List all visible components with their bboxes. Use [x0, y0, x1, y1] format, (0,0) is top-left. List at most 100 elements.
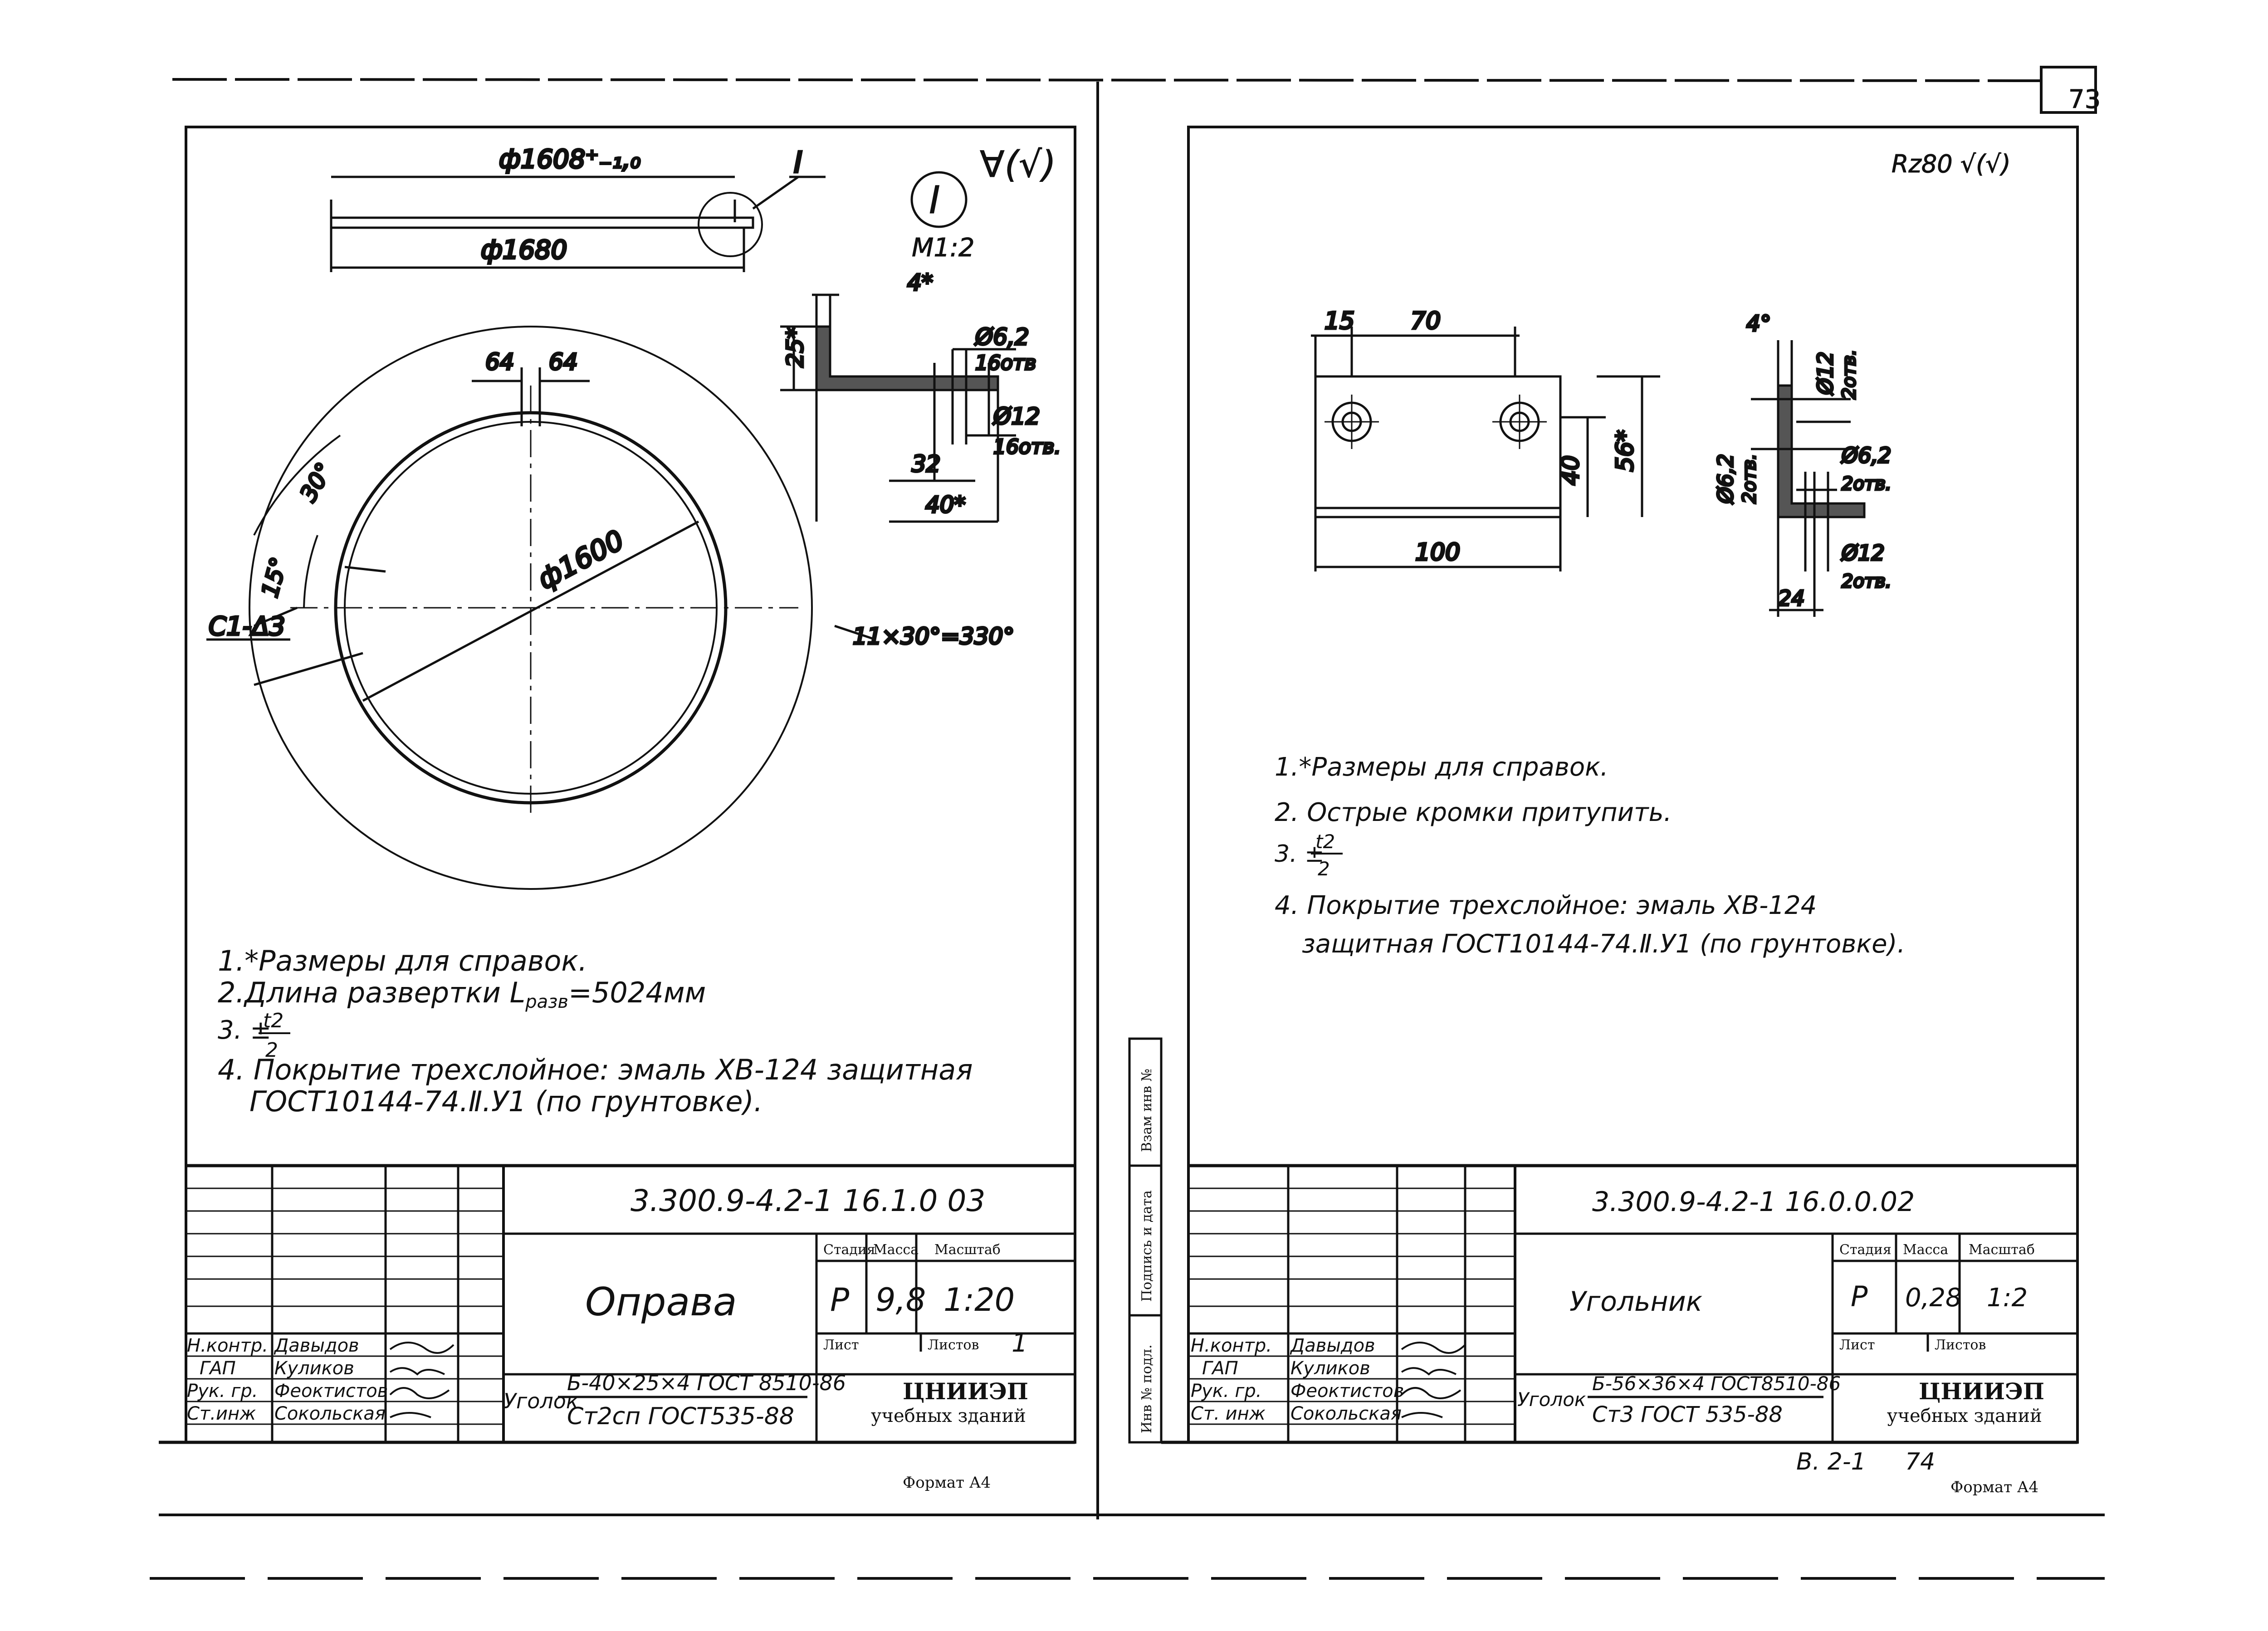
left-title-block-text: 3.300.9-4.2-1 16.1.0 03 Оправа Стадия Ма… — [187, 1183, 1028, 1492]
dim-25-star: 25* — [782, 327, 808, 367]
sheet-borders — [150, 66, 2105, 1580]
right-col-scale: Масштаб — [1969, 1242, 2035, 1258]
plate-dim-56: 56* — [1612, 430, 1639, 472]
dim-64-left: 64 — [485, 349, 514, 375]
hole-count-16: 16отв — [975, 352, 1036, 375]
left-org-sub: учебных зданий — [871, 1406, 1026, 1426]
right-format-label: Формат А4 — [1950, 1478, 2038, 1496]
right-name-2: Куликов — [1290, 1358, 1370, 1379]
plate-dim-15: 15 — [1325, 308, 1354, 335]
left-stage-value: Р — [830, 1281, 850, 1318]
left-sheet-label: Лист — [823, 1337, 859, 1353]
left-sheets-value: 1 — [1012, 1328, 1028, 1358]
right-role-4: Ст. инж — [1191, 1403, 1266, 1424]
left-role-3: Рук. гр. — [187, 1381, 258, 1401]
left-note-2: 2.Длина развертки Lразв=5024мм — [218, 976, 706, 1012]
right-plate-view: 15 70 40 56* 100 — [1311, 307, 1660, 571]
right-sheets-label: Листов — [1935, 1337, 1986, 1353]
left-title-block — [159, 1164, 1075, 1444]
right-mass-value: 0,28 — [1905, 1283, 1962, 1313]
dim-32: 32 — [912, 451, 941, 477]
left-name-1: Давыдов — [274, 1335, 359, 1356]
left-doc-number: 3.300.9-4.2-1 16.1.0 03 — [631, 1183, 985, 1218]
right-scale-value: 1:2 — [1987, 1283, 2028, 1313]
right-notes: 1.*Размеры для справок. 2. Острые кромки… — [1275, 752, 1905, 959]
right-role-3: Рук. гр. — [1191, 1381, 1262, 1401]
left-note-1: 1.*Размеры для справок. — [218, 944, 587, 977]
right-org-sub: учебных зданий — [1887, 1406, 2042, 1426]
section-hole-v2-count: 2отв. — [1739, 454, 1760, 503]
right-section-detail: 4° Ø12 2отв. Ø6,2 2отв. Ø6,2 2отв. Ø12 2… — [1712, 310, 1892, 617]
left-material-label: Уголок — [503, 1389, 579, 1413]
left-mass-value: 9,8 — [875, 1281, 926, 1318]
section-hole-h2: Ø12 — [1841, 541, 1885, 565]
angle-15: 15° — [257, 554, 293, 600]
left-name-2: Куликов — [274, 1358, 354, 1379]
right-org-name: ЦНИИЭП — [1919, 1378, 2044, 1405]
section-hole-h2-count: 2отв. — [1842, 571, 1892, 592]
left-note-5: ГОСТ10144-74.Ⅱ.У1 (по грунтовке). — [249, 1085, 763, 1118]
angle-30: 30° — [295, 458, 338, 506]
right-part-name: Угольник — [1569, 1286, 1702, 1318]
left-col-stage: Стадия — [823, 1242, 875, 1258]
right-name-3: Феоктистов — [1290, 1381, 1404, 1401]
hole-dia-12: Ø12 — [992, 403, 1040, 430]
section-hole-h: Ø6,2 — [1841, 443, 1891, 468]
section-hole-v2: Ø6,2 — [1713, 454, 1738, 504]
right-note-5: защитная ГОСТ10144-74.Ⅱ.У1 (по грунтовке… — [1302, 929, 1905, 959]
dim-64-right: 64 — [549, 349, 578, 375]
left-material-line2: Ст2сп ГОСТ535-88 — [567, 1403, 794, 1430]
hole-dia-6-2: Ø6,2 — [974, 324, 1029, 350]
left-col-scale: Масштаб — [934, 1242, 1001, 1258]
right-col-stage: Стадия — [1839, 1242, 1892, 1258]
chamfer-label: C1-Δ3 — [209, 612, 285, 641]
left-section-detail: 4* 25* Ø6,2 16отв Ø12 16отв. 32 40* — [780, 269, 1062, 523]
left-format-label: Формат А4 — [903, 1474, 991, 1492]
plate-dim-40: 40 — [1557, 455, 1584, 485]
right-col-mass: Масса — [1903, 1242, 1948, 1258]
left-note-2-text: 2.Длина развертки L — [218, 976, 525, 1009]
left-detail-marker: I — [929, 178, 940, 222]
left-note-3-den: 2 — [265, 1039, 278, 1062]
right-role-2: ГАП — [1202, 1358, 1238, 1379]
left-top-view: ф1608⁺₋₁,₀ ф1680 I — [330, 144, 826, 272]
left-scale-value: 1:20 — [943, 1281, 1015, 1318]
angle-total: 11×30°=330° — [853, 623, 1014, 649]
left-role-4: Ст.инж — [187, 1403, 256, 1424]
right-sheet: Rz80 √(√) 15 70 40 56* — [1128, 126, 2079, 1496]
left-sheet: ∀(√) I М1:2 ф1608⁺₋₁,₀ ф1680 I — [159, 126, 1076, 1492]
left-material-line1: Б-40×25×4 ГОСТ 8510-86 — [567, 1371, 846, 1395]
left-notes: 1.*Размеры для справок. 2.Длина развертк… — [218, 944, 973, 1118]
section-hole-v: Ø12 — [1813, 352, 1838, 396]
left-note-2-tail: =5024мм — [568, 976, 706, 1009]
right-material-line2: Ст3 ГОСТ 535-88 — [1592, 1402, 1783, 1427]
hole-count-16b: 16отв. — [993, 435, 1061, 459]
right-material-label: Уголок — [1517, 1388, 1586, 1411]
corner-sheet-number: 73 — [2068, 85, 2101, 114]
left-col-mass: Масса — [873, 1242, 919, 1258]
left-ring-view: 64 64 30° 15° ф1600 C1-Δ3 11×30°=330° — [206, 326, 1016, 890]
left-note-3: 3. ± — [218, 1016, 271, 1045]
right-sheet-label: Лист — [1839, 1337, 1875, 1353]
left-sheets-label: Листов — [928, 1337, 979, 1353]
left-detail-scale: М1:2 — [912, 233, 974, 263]
right-note-3-den: 2 — [1318, 858, 1330, 880]
right-note-2: 2. Острые кромки притупить. — [1275, 798, 1672, 827]
dim-40-star: 40* — [925, 492, 966, 518]
dim-dia-1608: ф1608⁺₋₁,₀ — [499, 145, 640, 174]
right-role-1: Н.контр. — [1191, 1335, 1272, 1356]
stamp-label-2: Подпись и дата — [1139, 1190, 1155, 1302]
right-name-1: Давыдов — [1290, 1335, 1375, 1356]
right-roughness-symbol: Rz80 √(√) — [1892, 150, 2011, 178]
right-below-right: 74 — [1905, 1448, 1935, 1475]
section-dim-4: 4° — [1746, 311, 1771, 337]
callout-I: I — [794, 146, 802, 180]
right-note-1: 1.*Размеры для справок. — [1275, 752, 1608, 782]
right-side-stamp: Взам инв № Подпись и дата Инв № подл. — [1128, 1037, 1163, 1444]
left-part-name: Оправа — [585, 1279, 737, 1325]
dim-dia-1680: ф1680 — [481, 235, 567, 265]
left-note-2-sub: разв — [525, 991, 568, 1012]
stamp-label-3: Инв № подл. — [1139, 1344, 1155, 1433]
